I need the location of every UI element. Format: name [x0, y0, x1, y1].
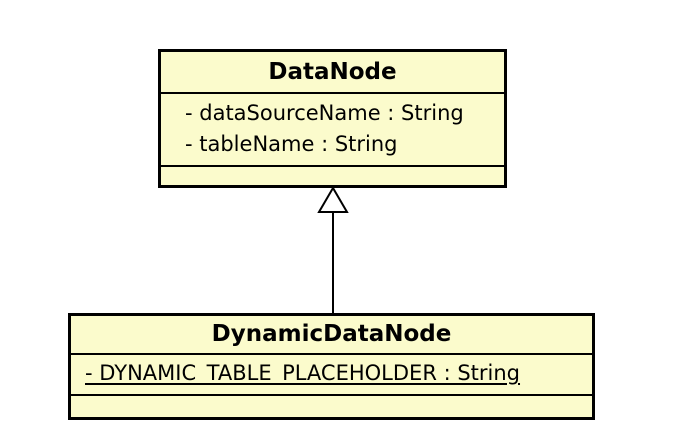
class-box-datanode[interactable]: DataNode - dataSourceName : String - tab…: [158, 49, 507, 188]
class-name-dynamicdatanode: DynamicDataNode: [71, 316, 592, 355]
attributes-compartment-datanode: - dataSourceName : String - tableName : …: [161, 94, 504, 167]
methods-compartment-dynamicdatanode-empty: [71, 396, 592, 414]
methods-compartment-datanode-empty: [161, 167, 504, 185]
generalization-arrow[interactable]: [315, 186, 355, 316]
attribute-datasourcename: - dataSourceName : String: [185, 101, 464, 125]
attributes-compartment-dynamicdatanode: - DYNAMIC_TABLE_PLACEHOLDER : String: [71, 355, 592, 396]
attribute-tablename: - tableName : String: [185, 132, 398, 156]
generalization-triangle-icon: [317, 186, 349, 213]
class-box-dynamicdatanode[interactable]: DynamicDataNode - DYNAMIC_TABLE_PLACEHOL…: [68, 313, 595, 420]
attribute-dynamic-table-placeholder: - DYNAMIC_TABLE_PLACEHOLDER : String: [85, 361, 521, 385]
class-name-datanode: DataNode: [161, 52, 504, 94]
